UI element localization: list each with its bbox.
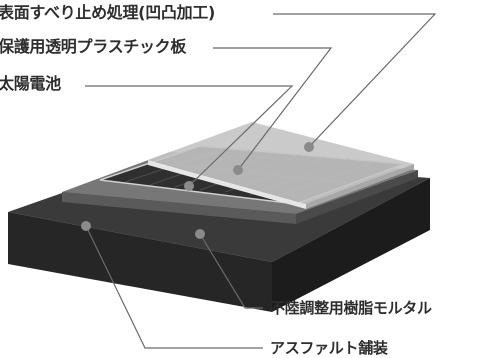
leader-line-mortar: [199, 233, 263, 309]
leader-line-solar: [85, 85, 294, 187]
cover-marker: [233, 165, 243, 175]
protective-plate-label: 保護用透明プラスチック板: [0, 37, 187, 56]
mortar-label: 不陸調整用樹脂モルタル: [270, 299, 432, 317]
mortar-right-face: [296, 170, 418, 224]
mortar-front-face: [62, 192, 296, 224]
leader-line-asphalt: [85, 225, 263, 349]
asphalt-marker: [81, 221, 91, 231]
mortar-marker: [195, 229, 205, 239]
plate-front-edge: [148, 160, 306, 209]
asphalt-front-face: [8, 212, 272, 312]
leader-line-cover: [213, 47, 333, 171]
marker-dots: [81, 142, 314, 239]
leader-lines: [85, 13, 437, 349]
solar-marker: [184, 181, 194, 191]
asphalt-right-face: [272, 178, 430, 312]
surface-treatment-label: 表面すべり止め処理(凹凸加工): [0, 3, 216, 22]
asphalt-label: アスファルト舗装: [270, 339, 388, 357]
protective-plate: [148, 122, 414, 209]
solar-cell-label: 太陽電池: [0, 74, 61, 93]
leader-line-surface: [273, 13, 437, 148]
plate-right-edge: [306, 164, 414, 209]
plate-top-face: [148, 122, 414, 204]
surface-marker: [304, 142, 314, 152]
